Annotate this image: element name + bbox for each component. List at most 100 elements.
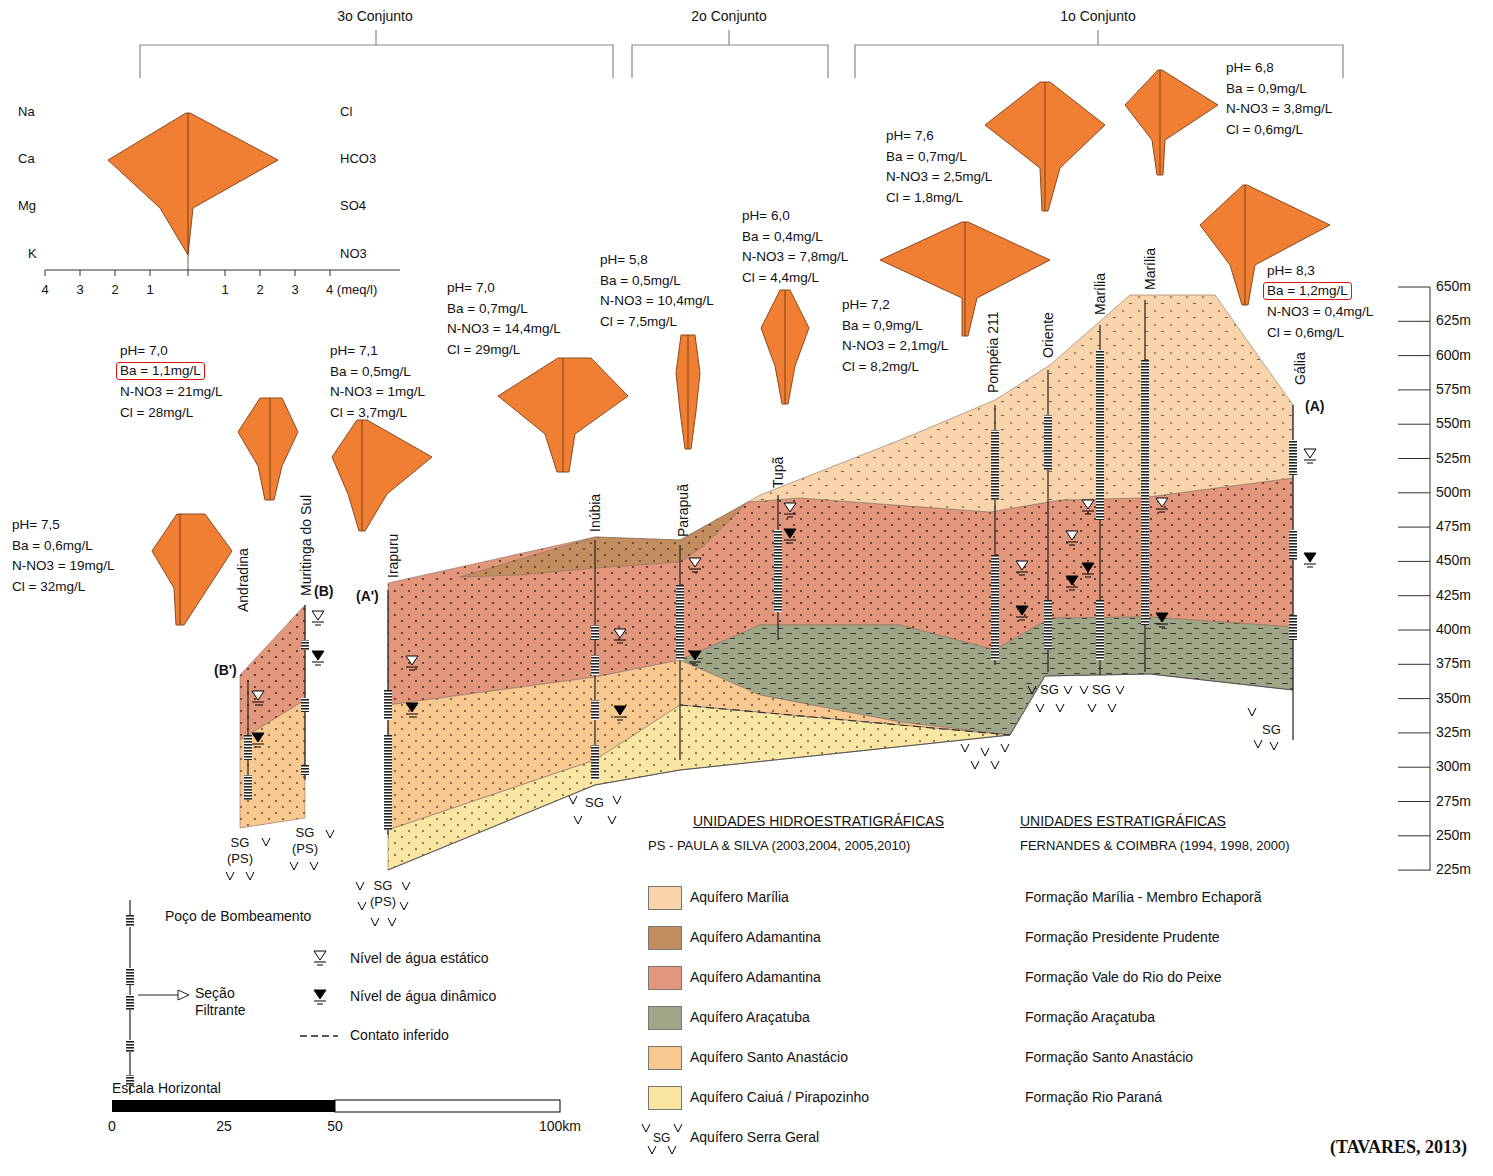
chemistry-value: N-NO3 = 19mg/L bbox=[12, 558, 114, 574]
chemistry-value: pH= 5,8 bbox=[600, 252, 648, 268]
elevation-label: 275m bbox=[1436, 793, 1471, 810]
hydrostratigraphic-units bbox=[240, 295, 1293, 870]
basalt-v bbox=[971, 761, 979, 769]
axis-tick-label: 3 bbox=[76, 282, 83, 298]
axis-tick-label: 2 bbox=[256, 282, 263, 298]
legend-swatch bbox=[648, 1086, 682, 1110]
chemistry-value: Ba = 0,9mg/L bbox=[1226, 81, 1307, 97]
chemistry-value: N-NO3 = 21mg/L bbox=[120, 384, 222, 400]
stiff-diagram bbox=[238, 398, 298, 500]
group-label: 2o Conjunto bbox=[691, 8, 767, 25]
filter-section bbox=[126, 995, 134, 1010]
chemistry-value: Cl = 7,5mg/L bbox=[600, 314, 677, 330]
legend-swatch bbox=[648, 926, 682, 950]
filter-section bbox=[301, 640, 309, 650]
pumping-well bbox=[248, 300, 1293, 835]
legend-swatch bbox=[648, 1046, 682, 1070]
aquifer-symbol-label: SG bbox=[653, 1131, 670, 1145]
dynamic-level-symbol bbox=[1156, 613, 1168, 627]
aquifer-symbol-label: SG (PS) bbox=[222, 835, 258, 866]
ion-label: HCO3 bbox=[340, 151, 376, 167]
basalt-v bbox=[1001, 744, 1009, 752]
basalt-v bbox=[310, 862, 318, 870]
formation-name: Formação Rio Paraná bbox=[1025, 1089, 1162, 1106]
chemistry-value: pH= 7,5 bbox=[12, 517, 60, 533]
basalt-v bbox=[1056, 704, 1064, 712]
elevation-label: 450m bbox=[1436, 552, 1471, 569]
chemistry-value: pH= 7,0 bbox=[120, 343, 168, 359]
axis-tick-label: 3 bbox=[291, 282, 298, 298]
basalt-v bbox=[991, 761, 999, 769]
basalt-v bbox=[981, 748, 989, 756]
well-name: Marília bbox=[1142, 248, 1159, 290]
stiff-diagram bbox=[332, 420, 432, 531]
legend-text: Aquífero Adamantina bbox=[690, 929, 821, 946]
static-level-symbol bbox=[1016, 561, 1028, 575]
elevation-label: 250m bbox=[1436, 827, 1471, 844]
elevation-label: 625m bbox=[1436, 312, 1471, 329]
filter-section bbox=[384, 690, 392, 720]
dynamic-level-symbol bbox=[689, 651, 701, 665]
filter-section bbox=[591, 745, 599, 780]
dynamic-level-symbol bbox=[1066, 576, 1078, 590]
scale-label: 0 bbox=[108, 1118, 116, 1135]
stiff-diagram bbox=[108, 113, 278, 255]
well-name: Muritinga do Sul bbox=[298, 495, 315, 596]
aquifer-symbol-label: SG bbox=[1092, 682, 1111, 698]
chemistry-value: pH= 6,8 bbox=[1226, 60, 1274, 76]
basalt-v bbox=[668, 1146, 676, 1154]
highlight-box: Ba = 1,1mg/L bbox=[116, 362, 205, 380]
section-end-label: (A) bbox=[1305, 398, 1324, 415]
basalt-v bbox=[226, 872, 234, 880]
dynamic-level-symbol bbox=[784, 529, 796, 543]
basalt-v bbox=[1116, 686, 1124, 694]
chemistry-value: Ba = 1,2mg/L bbox=[1267, 283, 1348, 299]
elevation-label: 600m bbox=[1436, 347, 1471, 364]
filter-section bbox=[1096, 350, 1104, 520]
chemistry-value: Cl = 32mg/L bbox=[12, 579, 85, 595]
chemistry-value: Cl = 0,6mg/L bbox=[1226, 122, 1303, 138]
chemistry-value: pH= 6,0 bbox=[742, 208, 790, 224]
basalt-v bbox=[1108, 704, 1116, 712]
scale-label: 100km bbox=[539, 1118, 581, 1135]
static-level-symbol bbox=[312, 611, 324, 625]
chemistry-value: Ba = 0,4mg/L bbox=[742, 229, 823, 245]
basalt-symbols bbox=[226, 686, 1278, 1154]
symbol-label: Seção Filtrante bbox=[195, 985, 265, 1019]
inferred-contact bbox=[680, 705, 1010, 735]
chemistry-value: Ba = 0,6mg/L bbox=[12, 538, 93, 554]
section-end-label: (A') bbox=[356, 588, 379, 605]
chemistry-value: N-NO3 = 14,4mg/L bbox=[447, 321, 561, 337]
axis-tick-label: 2 bbox=[111, 282, 118, 298]
chemistry-value: pH= 7,2 bbox=[842, 297, 890, 313]
legend-text: Aquífero Caiuá / Pirapozinho bbox=[690, 1089, 869, 1106]
elevation-label: 650m bbox=[1436, 278, 1471, 295]
stiff-diagram bbox=[152, 514, 232, 625]
axis-tick-label: 4 (meq/l) bbox=[326, 282, 377, 298]
basalt-v bbox=[1080, 686, 1088, 694]
basalt-v bbox=[1248, 708, 1256, 716]
basalt-v bbox=[1270, 742, 1278, 750]
caiua-unit bbox=[388, 705, 1010, 870]
legend-heading: FERNANDES & COIMBRA (1994, 1998, 2000) bbox=[1020, 838, 1290, 854]
well-name: Tupã bbox=[770, 457, 787, 488]
formation-name: Formação Presidente Prudente bbox=[1025, 929, 1220, 946]
axis-tick-label: 4 bbox=[41, 282, 48, 298]
well-name: Andradina bbox=[235, 548, 252, 612]
basalt-v bbox=[613, 796, 621, 804]
legend-text: Aquífero Santo Anastácio bbox=[690, 1049, 848, 1066]
chemistry-value: Cl = 4,4mg/L bbox=[742, 270, 819, 286]
static-level-symbol bbox=[1304, 449, 1316, 463]
basalt-v bbox=[569, 796, 577, 804]
chemistry-value: pH= 7,0 bbox=[447, 280, 495, 296]
chemistry-value: pH= 7,6 bbox=[886, 128, 934, 144]
well-name: Pompéia 211 bbox=[985, 312, 1002, 393]
legend-text: Nível de água estático bbox=[350, 950, 489, 967]
ion-label: K bbox=[28, 246, 37, 262]
filter-section bbox=[676, 585, 684, 660]
chemistry-value: pH= 8,3 bbox=[1267, 263, 1315, 279]
source-caption: (TAVARES, 2013) bbox=[1330, 1137, 1467, 1159]
wells bbox=[248, 300, 1293, 835]
well-name: Irapuru bbox=[385, 534, 402, 578]
static-level-symbol bbox=[614, 629, 626, 643]
